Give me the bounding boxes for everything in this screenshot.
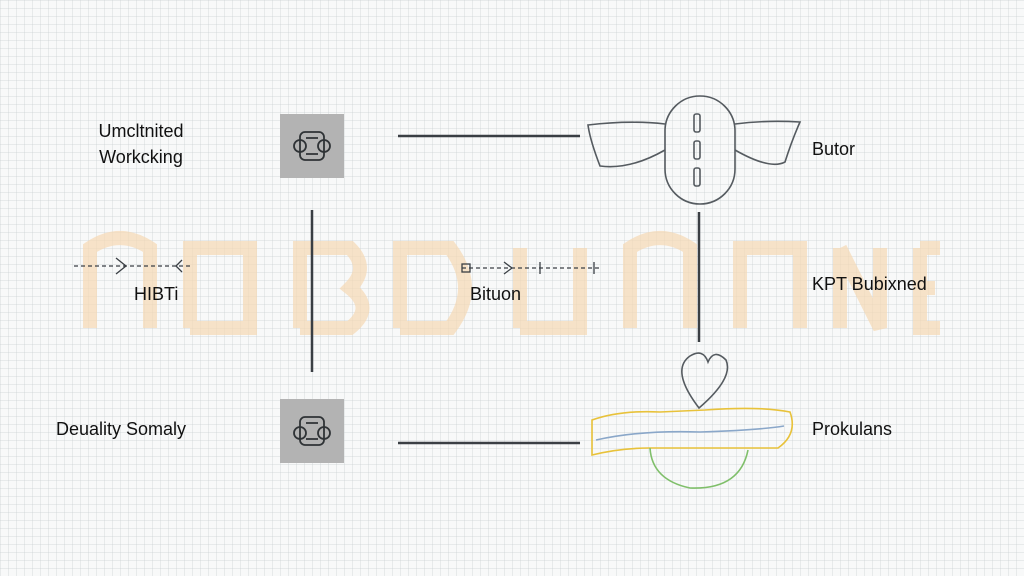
gear-cluster-icon (293, 131, 331, 161)
dashed-arrow-icon (74, 257, 190, 275)
label-top-left-line2: Workcking (99, 147, 183, 167)
label-bottom-left: Deuality Somaly (56, 419, 187, 439)
label-top-right: Butor (812, 139, 856, 159)
label-top-left-line1: Umcltnited (98, 121, 184, 141)
label-bottom-right: Prokulans (812, 419, 893, 439)
label-top-left: Umcltnited Workcking (78, 118, 204, 170)
bottom-node-box (280, 399, 344, 463)
label-mid-left: HIBTi (134, 284, 179, 304)
label-mid-right: KPT Bubixned (812, 274, 927, 294)
dashed-arrow-icon (461, 261, 600, 275)
top-node-box (280, 114, 344, 178)
gear-cluster-icon (293, 416, 331, 446)
label-mid-center: Bituon (470, 284, 522, 304)
winged-capsule-icon (587, 95, 802, 205)
loop-boat-icon (591, 352, 794, 489)
